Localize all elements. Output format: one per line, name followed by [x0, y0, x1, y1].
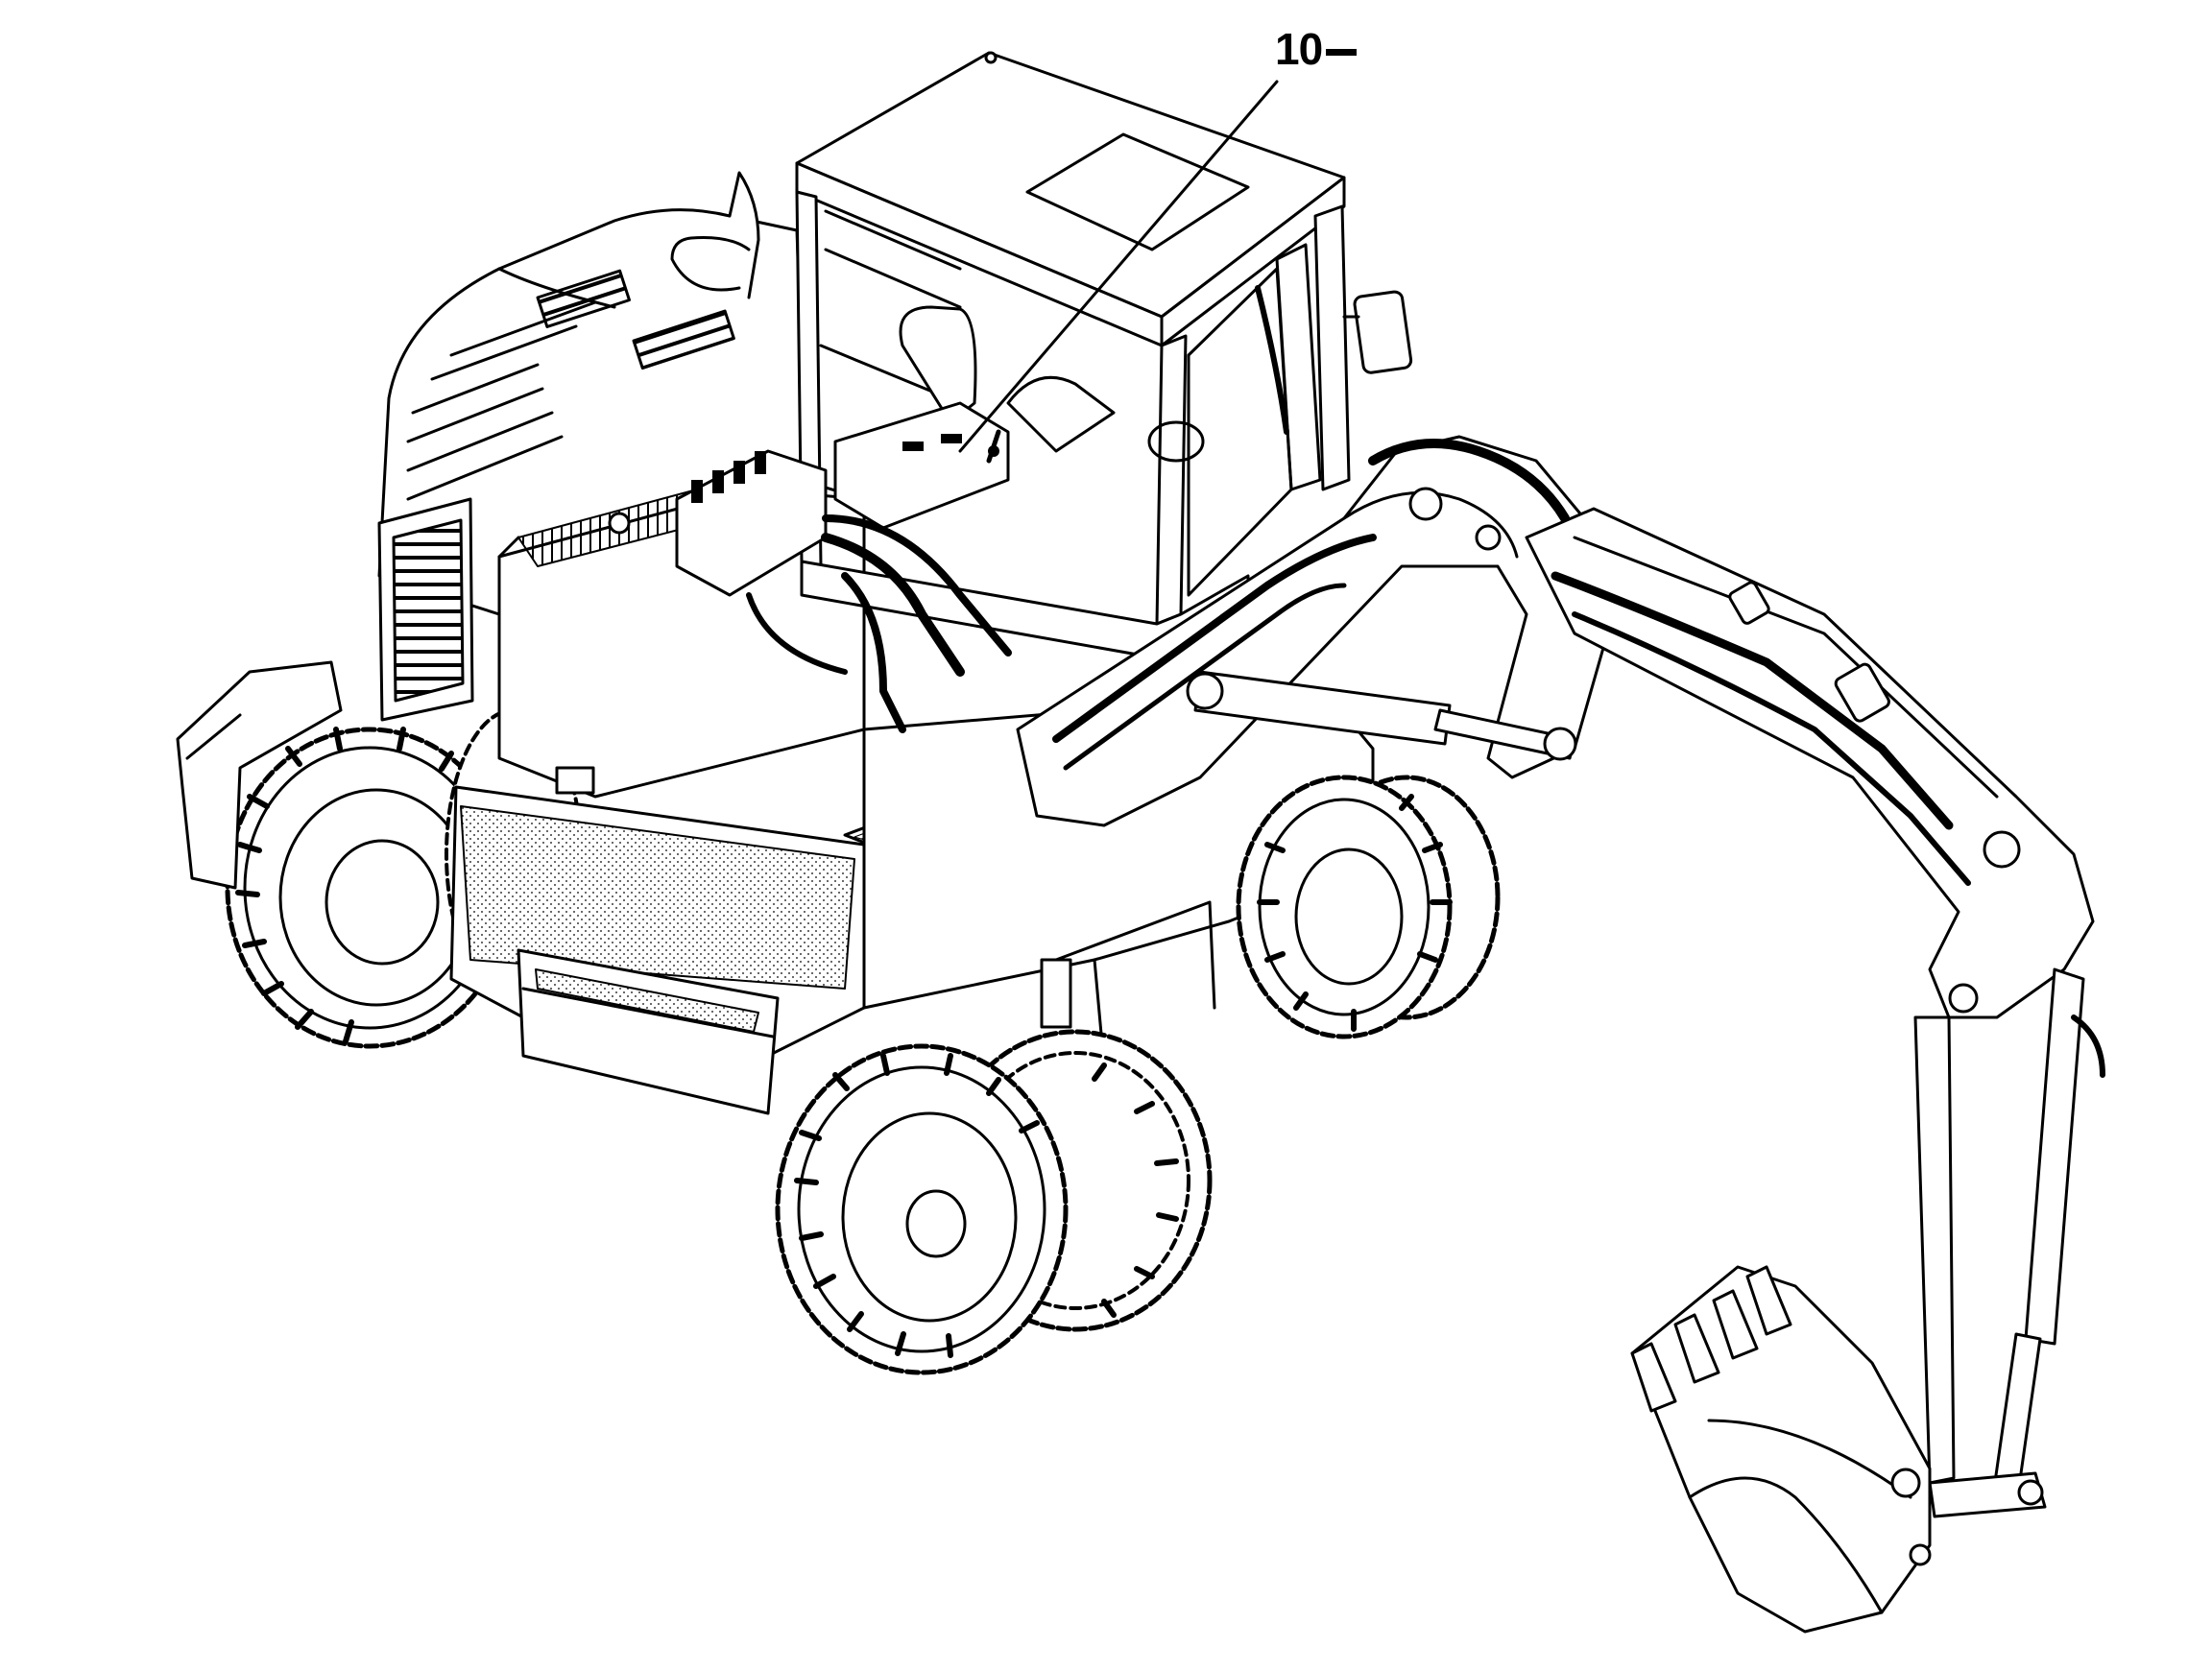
callout-label: 10: [1275, 23, 1358, 75]
callout-dash: [1326, 49, 1358, 57]
bucket: [1632, 1267, 2045, 1632]
hydraulic-valve-block: [677, 451, 1008, 729]
boom-cylinder: [1188, 672, 1575, 759]
callout-number: 10: [1275, 24, 1323, 74]
chassis: [451, 691, 1373, 1113]
bucket-cylinder: [1992, 969, 2103, 1507]
front-right-wheel: [1238, 777, 1498, 1037]
front-left-wheel: [778, 1032, 1210, 1373]
stick-lower: [1915, 1017, 1954, 1483]
boom: [1018, 437, 1613, 825]
stick-arm: [1527, 509, 2093, 1017]
callout-leader-line: [960, 82, 1277, 451]
operator-cab: [797, 53, 1412, 662]
rear-blade: [178, 662, 341, 888]
